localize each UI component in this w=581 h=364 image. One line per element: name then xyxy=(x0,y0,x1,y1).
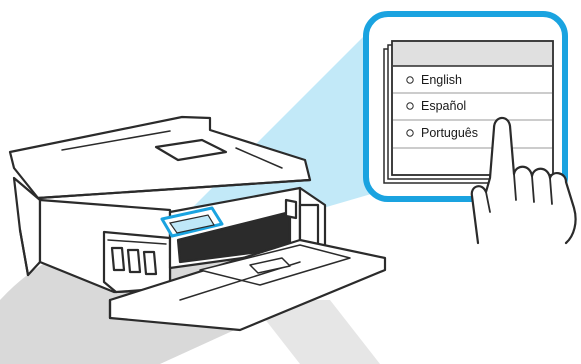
language-option-english[interactable]: English xyxy=(406,73,462,87)
language-option-label: English xyxy=(421,73,462,87)
radio-circle-icon xyxy=(406,76,414,84)
menu-header-bar xyxy=(393,42,552,66)
radio-circle-icon xyxy=(406,129,414,137)
pointing-hand-icon xyxy=(470,116,577,245)
language-option-portugues[interactable]: Português xyxy=(406,126,478,140)
printer-illustration xyxy=(8,115,387,332)
radio-circle-icon xyxy=(406,102,414,110)
language-option-label: Português xyxy=(421,126,478,140)
language-option-espanol[interactable]: Español xyxy=(406,99,466,113)
control-panel-screen[interactable] xyxy=(160,206,224,238)
language-option-label: Español xyxy=(421,99,466,113)
zoomed-screen: English Español Português xyxy=(363,11,568,202)
